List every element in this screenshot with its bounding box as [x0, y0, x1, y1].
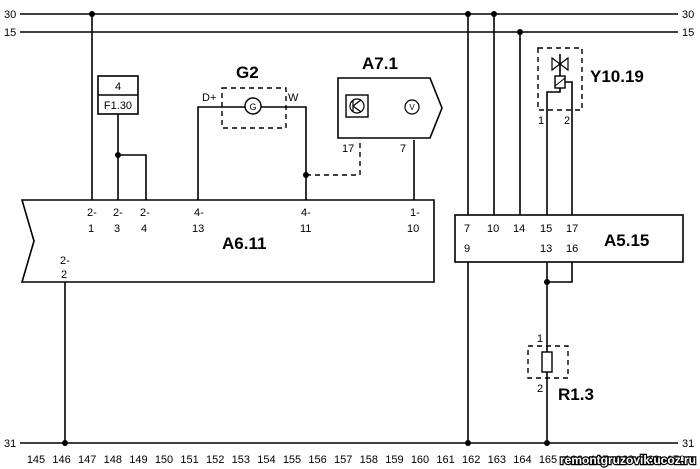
ruler-number: 147 — [78, 454, 96, 466]
rail-30-label-right: 30 — [682, 9, 694, 21]
a611-pin-bottom: 4 — [141, 223, 147, 235]
ruler-number: 149 — [129, 454, 147, 466]
a71-label: A7.1 — [362, 54, 398, 73]
ruler-number: 163 — [488, 454, 506, 466]
ruler-number: 156 — [308, 454, 326, 466]
a611-pin-bottom: 1 — [88, 223, 94, 235]
resistor-r13: 1 2 R1.3 — [527, 333, 594, 404]
wire-g2-dplus — [197, 106, 222, 200]
valve-y1019: Y10.19 1 2 — [537, 47, 644, 127]
a611-pin-top: 2- — [113, 207, 123, 219]
ruler-number: 158 — [360, 454, 378, 466]
y1019-pin-2: 2 — [564, 115, 570, 127]
a611-pin-top: 2- — [140, 207, 150, 219]
a515-top-pin: 15 — [540, 223, 552, 235]
rail-15-label-right: 15 — [682, 27, 694, 39]
g2-pin-dplus: D+ — [202, 92, 216, 104]
a611-label: A6.11 — [222, 234, 266, 253]
a611-pin-bottom: 11 — [300, 223, 311, 235]
ruler-number: 148 — [104, 454, 122, 466]
ruler-number: 152 — [206, 454, 224, 466]
ruler-number: 155 — [283, 454, 301, 466]
a611-pin-bottom: 3 — [114, 223, 120, 235]
indicator-lamp-icon — [345, 94, 369, 118]
ruler-number: 159 — [385, 454, 403, 466]
a611-pin-top: 1- — [410, 207, 420, 219]
a71-pin-17: 17 — [342, 143, 354, 155]
fuse-f130: 4 F1.30 — [97, 75, 139, 115]
fuse-label: F1.30 — [104, 100, 132, 112]
r13-label: R1.3 — [558, 385, 594, 404]
a515-top-pin: 14 — [513, 223, 525, 235]
resistor-icon — [541, 351, 553, 373]
ruler-number: 154 — [257, 454, 275, 466]
a515-top-pin: 17 — [566, 223, 578, 235]
ruler-number: 167 — [590, 454, 608, 466]
unit-a515: 7 10 14 15 17 9 13 16 A5.15 — [454, 214, 684, 263]
voltmeter-icon — [404, 99, 420, 115]
rail-31-label-right: 31 — [682, 438, 694, 450]
ruler-number: 164 — [513, 454, 531, 466]
generator-g2: G2 G D+ W — [202, 63, 299, 129]
ruler-number: 168 — [616, 454, 634, 466]
wire-g2-w — [286, 106, 307, 200]
a515-bottom-pin: 9 — [464, 243, 470, 255]
ruler-number: 145 — [27, 454, 45, 466]
junction-dot — [544, 279, 550, 285]
ruler-number: 146 — [52, 454, 70, 466]
a515-bottom-pin: 16 — [566, 243, 578, 255]
a611-ground-pin-bottom: 2 — [61, 269, 67, 281]
ruler-number: 170 — [667, 454, 685, 466]
a611-ground-pin-top: 2- — [60, 255, 70, 267]
instrument-a71: A7.1 V 17 7 — [337, 54, 443, 155]
generator-icon — [244, 97, 262, 115]
a71-pin-7: 7 — [400, 143, 406, 155]
g2-pin-w: W — [288, 92, 299, 104]
ruler-number: 153 — [232, 454, 250, 466]
g2-label: G2 — [236, 63, 259, 82]
ruler-number: 169 — [641, 454, 659, 466]
y1019-label: Y10.19 — [590, 67, 644, 86]
a515-top-pin: 7 — [464, 223, 470, 235]
a515-bottom-pin: 13 — [540, 243, 552, 255]
a611-pin-bottom: 13 — [192, 223, 204, 235]
ruler-number: 160 — [411, 454, 429, 466]
ruler-number: 165 — [539, 454, 557, 466]
y1019-pin-1: 1 — [538, 115, 544, 127]
a611-pin-top: 4- — [194, 207, 204, 219]
ruler-number: 166 — [564, 454, 582, 466]
rail-30-label-left: 30 — [4, 9, 16, 21]
unit-a611: 2- 1 2- 3 2- 4 4- 13 4- 11 1- 10 A6.11 2… — [20, 199, 435, 283]
ruler-number: 151 — [180, 454, 198, 466]
a515-top-pin: 10 — [487, 223, 499, 235]
rail-31-label-left: 31 — [4, 438, 16, 450]
wire-dashed-to-a71 — [306, 140, 361, 176]
fuse-number: 4 — [115, 81, 121, 93]
r13-pin-2: 2 — [537, 383, 543, 395]
junction-dot — [115, 152, 121, 158]
ruler-number: 162 — [462, 454, 480, 466]
grid-ruler: 145 146 147 148 149 150 151 152 153 154 155 156 157 1… — [27, 454, 685, 466]
ruler-number: 150 — [155, 454, 173, 466]
rail-15-label-left: 15 — [4, 27, 16, 39]
a611-pin-bottom: 10 — [407, 223, 419, 235]
generator-symbol: G — [249, 102, 256, 112]
ruler-number: 157 — [334, 454, 352, 466]
r13-pin-1: 1 — [537, 333, 543, 345]
a515-label: A5.15 — [604, 231, 649, 250]
wire-bridge-pin4 — [118, 154, 147, 200]
ruler-number: 161 — [436, 454, 454, 466]
a611-pin-top: 2- — [87, 207, 97, 219]
voltmeter-symbol: V — [409, 103, 415, 112]
wire-a515-pin16 — [547, 262, 573, 283]
a611-pin-top: 4- — [301, 207, 311, 219]
watermark: remontgruzovik.ucoz.ru — [560, 453, 696, 467]
